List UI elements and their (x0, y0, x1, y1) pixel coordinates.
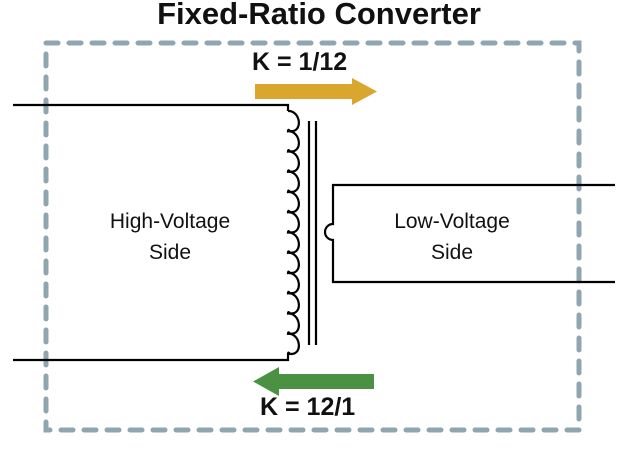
lv-winding-wire (323, 183, 615, 284)
hv-top-wire (13, 103, 290, 111)
hv-label-line2: Side (148, 241, 192, 264)
hv-label-line1: High-Voltage (109, 210, 231, 233)
converter-boundary (43, 40, 582, 433)
primary-coil (286, 109, 300, 356)
lv-label-line1: Low-Voltage (394, 210, 510, 233)
forward-power-arrow (255, 78, 377, 105)
low-voltage-side-label: Low-Voltage Side (352, 206, 552, 268)
high-voltage-side-label: High-Voltage Side (70, 206, 270, 268)
reverse-ratio-label: K = 12/1 (260, 393, 356, 421)
reverse-power-arrow (253, 367, 374, 396)
lv-label-line2: Side (430, 241, 474, 264)
diagram-title: Fixed-Ratio Converter (157, 0, 481, 31)
forward-ratio-label: K = 1/12 (252, 48, 348, 76)
hv-bottom-wire (13, 354, 290, 362)
